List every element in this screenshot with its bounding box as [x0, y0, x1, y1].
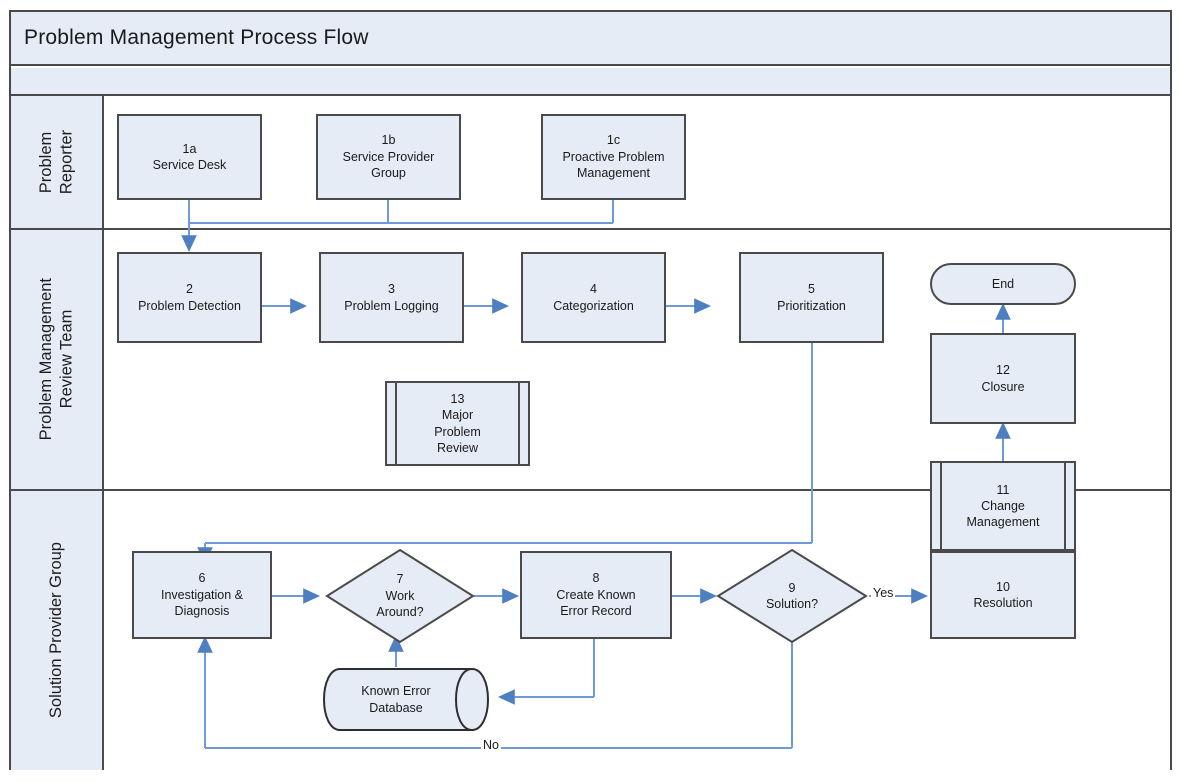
node-known-error-database-label: Known Error Database [361, 684, 431, 715]
edge-label-yes: Yes [871, 586, 896, 600]
node-7-label: Work Around? [376, 588, 424, 620]
node-5-prioritization[interactable]: 5 Prioritization [739, 252, 884, 343]
node-9-label: Solution? [765, 597, 819, 611]
node-1b-number: 1b [381, 133, 396, 148]
node-13-number: 13 [450, 392, 465, 406]
node-8-label: Create Known Error Record [556, 587, 636, 619]
node-10-number: 10 [996, 579, 1010, 594]
node-1b-service-provider-group[interactable]: 1b Service Provider Group [316, 114, 461, 200]
node-end-terminator[interactable]: End [930, 263, 1076, 305]
edge-label-no: No [481, 738, 501, 752]
page-title: Problem Management Process Flow [24, 26, 369, 49]
node-11-change-management[interactable]: 11 Change Management [930, 461, 1076, 551]
node-4-categorization[interactable]: 4 Categorization [521, 252, 666, 343]
node-9-solution-decision[interactable]: 9 Solution? [716, 548, 868, 644]
node-1a-service-desk[interactable]: 1a Service Desk [117, 114, 262, 200]
node-1a-label: Service Desk [152, 158, 227, 172]
node-10-resolution[interactable]: 10 Resolution [930, 551, 1076, 639]
swimlane-header-solution-provider: Solution Provider Group [11, 491, 104, 770]
node-7-number: 7 [396, 572, 404, 587]
node-1c-label: Proactive Problem Management [562, 149, 665, 181]
node-3-problem-logging[interactable]: 3 Problem Logging [319, 252, 464, 343]
node-2-number: 2 [186, 282, 193, 296]
node-2-label: Problem Detection [138, 298, 241, 313]
diamond-shape-9 [716, 548, 868, 644]
node-12-number: 12 [996, 363, 1010, 377]
node-11-label: Change Management [966, 498, 1040, 530]
node-13-major-problem-review[interactable]: 13 Major Problem Review [385, 381, 530, 466]
node-end-label: End [991, 276, 1015, 291]
node-1c-proactive-problem-management[interactable]: 1c Proactive Problem Management [541, 114, 686, 200]
node-3-number: 3 [388, 282, 395, 296]
node-6-investigation-and-diagnosis[interactable]: 6 Investigation & Diagnosis [132, 551, 272, 639]
node-1c-number: 1c [606, 133, 621, 148]
diagram-subheader-band [11, 68, 1170, 96]
node-8-number: 8 [592, 571, 600, 586]
node-8-create-known-error-record[interactable]: 8 Create Known Error Record [520, 551, 672, 639]
swimlane-header-problem-reporter: Problem Reporter [11, 96, 104, 228]
cylinder-shape [322, 668, 490, 731]
node-known-error-database[interactable]: Known Error Database [320, 667, 492, 732]
swimlane-header-review-team: Problem Management Review Team [11, 230, 104, 489]
node-12-label: Closure [981, 379, 1025, 394]
node-9-number: 9 [788, 580, 796, 595]
node-3-label: Problem Logging [344, 298, 439, 313]
node-12-closure[interactable]: 12 Closure [930, 333, 1076, 424]
node-6-number: 6 [198, 571, 206, 586]
node-1a-number: 1a [182, 141, 197, 156]
diamond-shape-7 [325, 548, 475, 644]
node-13-label: Major Problem Review [434, 408, 481, 455]
node-5-number: 5 [808, 282, 815, 296]
node-4-label: Categorization [553, 298, 634, 313]
node-10-label: Resolution [973, 596, 1033, 610]
node-7-work-around-decision[interactable]: 7 Work Around? [325, 548, 475, 644]
node-11-number: 11 [996, 482, 1010, 497]
node-5-label: Prioritization [777, 298, 846, 313]
node-1b-label: Service Provider Group [342, 149, 435, 181]
node-4-number: 4 [590, 282, 597, 296]
node-6-label: Investigation & Diagnosis [161, 587, 243, 619]
diagram-title-bar: Problem Management Process Flow [11, 12, 1170, 66]
node-2-problem-detection[interactable]: 2 Problem Detection [117, 252, 262, 343]
